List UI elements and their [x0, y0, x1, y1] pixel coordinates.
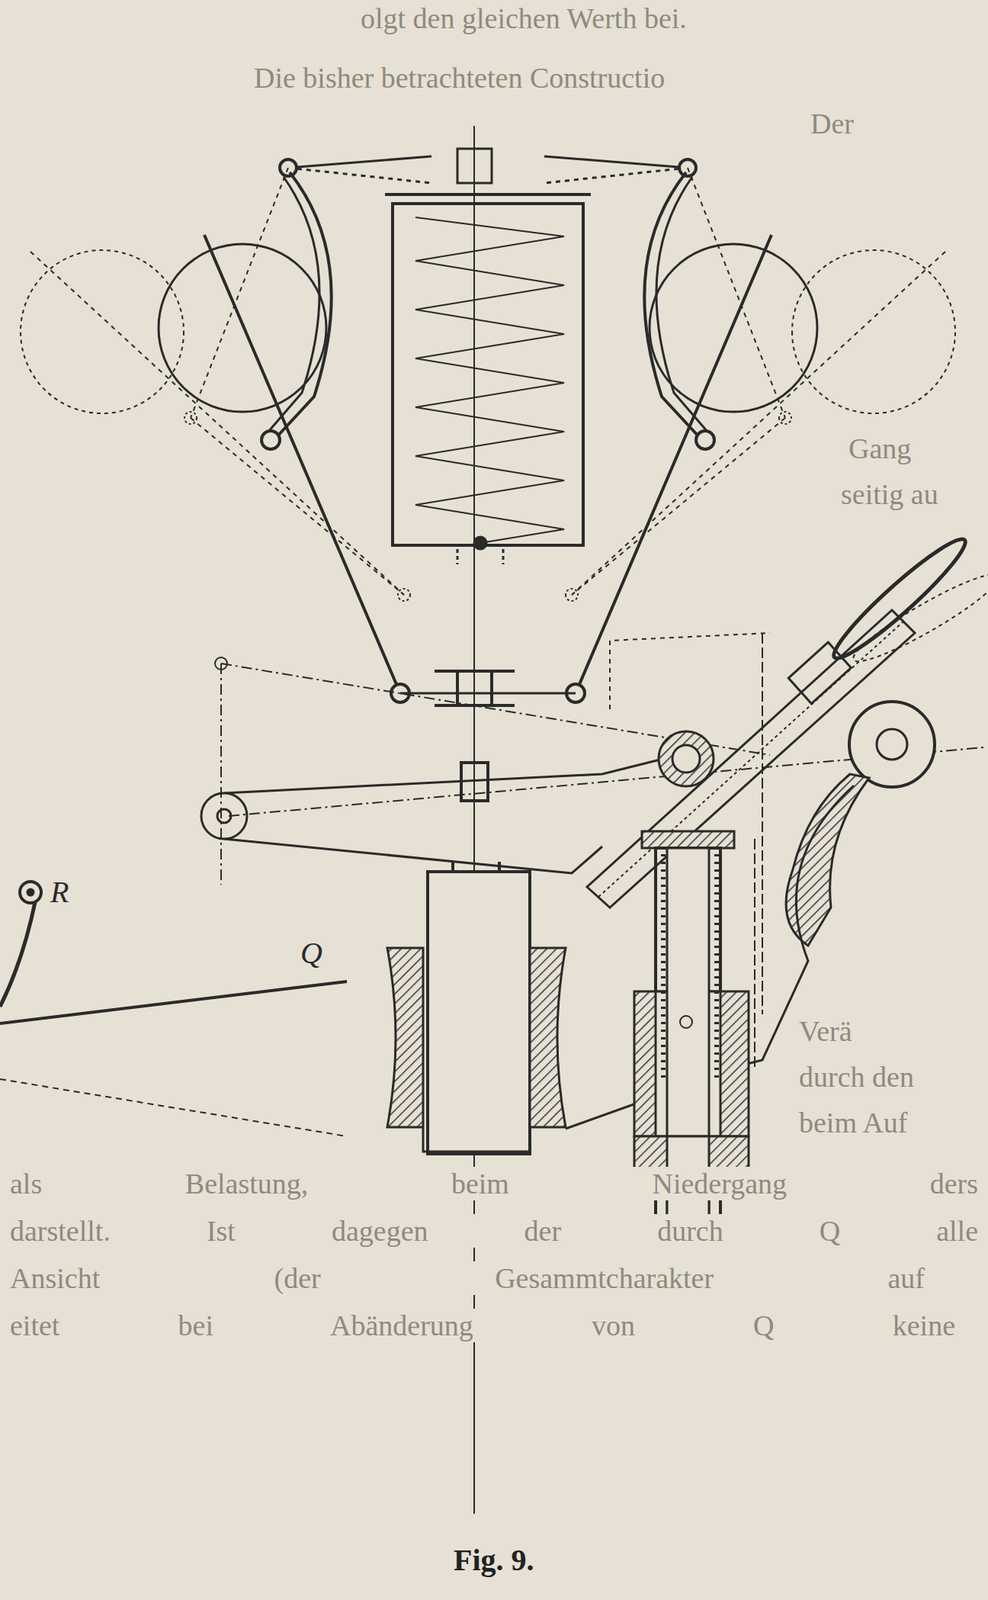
text-fragment: beim Auf: [796, 1105, 910, 1139]
text-fragment: darstellt. Ist dagegen der durch Q alle: [7, 1213, 981, 1248]
figure-caption: Fig. 9.: [453, 1541, 535, 1579]
part-letter: Q: [297, 936, 326, 970]
text-fragment: seitig au: [838, 477, 941, 511]
text-fragment: Ansicht (der Gesammtcharakter auf: [7, 1260, 928, 1295]
text-fragment: Gang: [846, 431, 914, 466]
text-fragment: Der: [808, 106, 857, 141]
text-fragment: Verä: [796, 1013, 855, 1048]
text-fragment: Die bisher betrachteten Constructio: [251, 60, 668, 95]
text-fragment: olgt den gleichen Werth bei.: [358, 1, 690, 36]
part-letter: R: [47, 875, 72, 909]
text-fragment: eitet bei Abänderung von Q keine: [7, 1308, 958, 1342]
text-fragment: durch den: [796, 1059, 917, 1094]
text-fragment: als Belastung, beim Niedergang ders: [7, 1166, 981, 1200]
